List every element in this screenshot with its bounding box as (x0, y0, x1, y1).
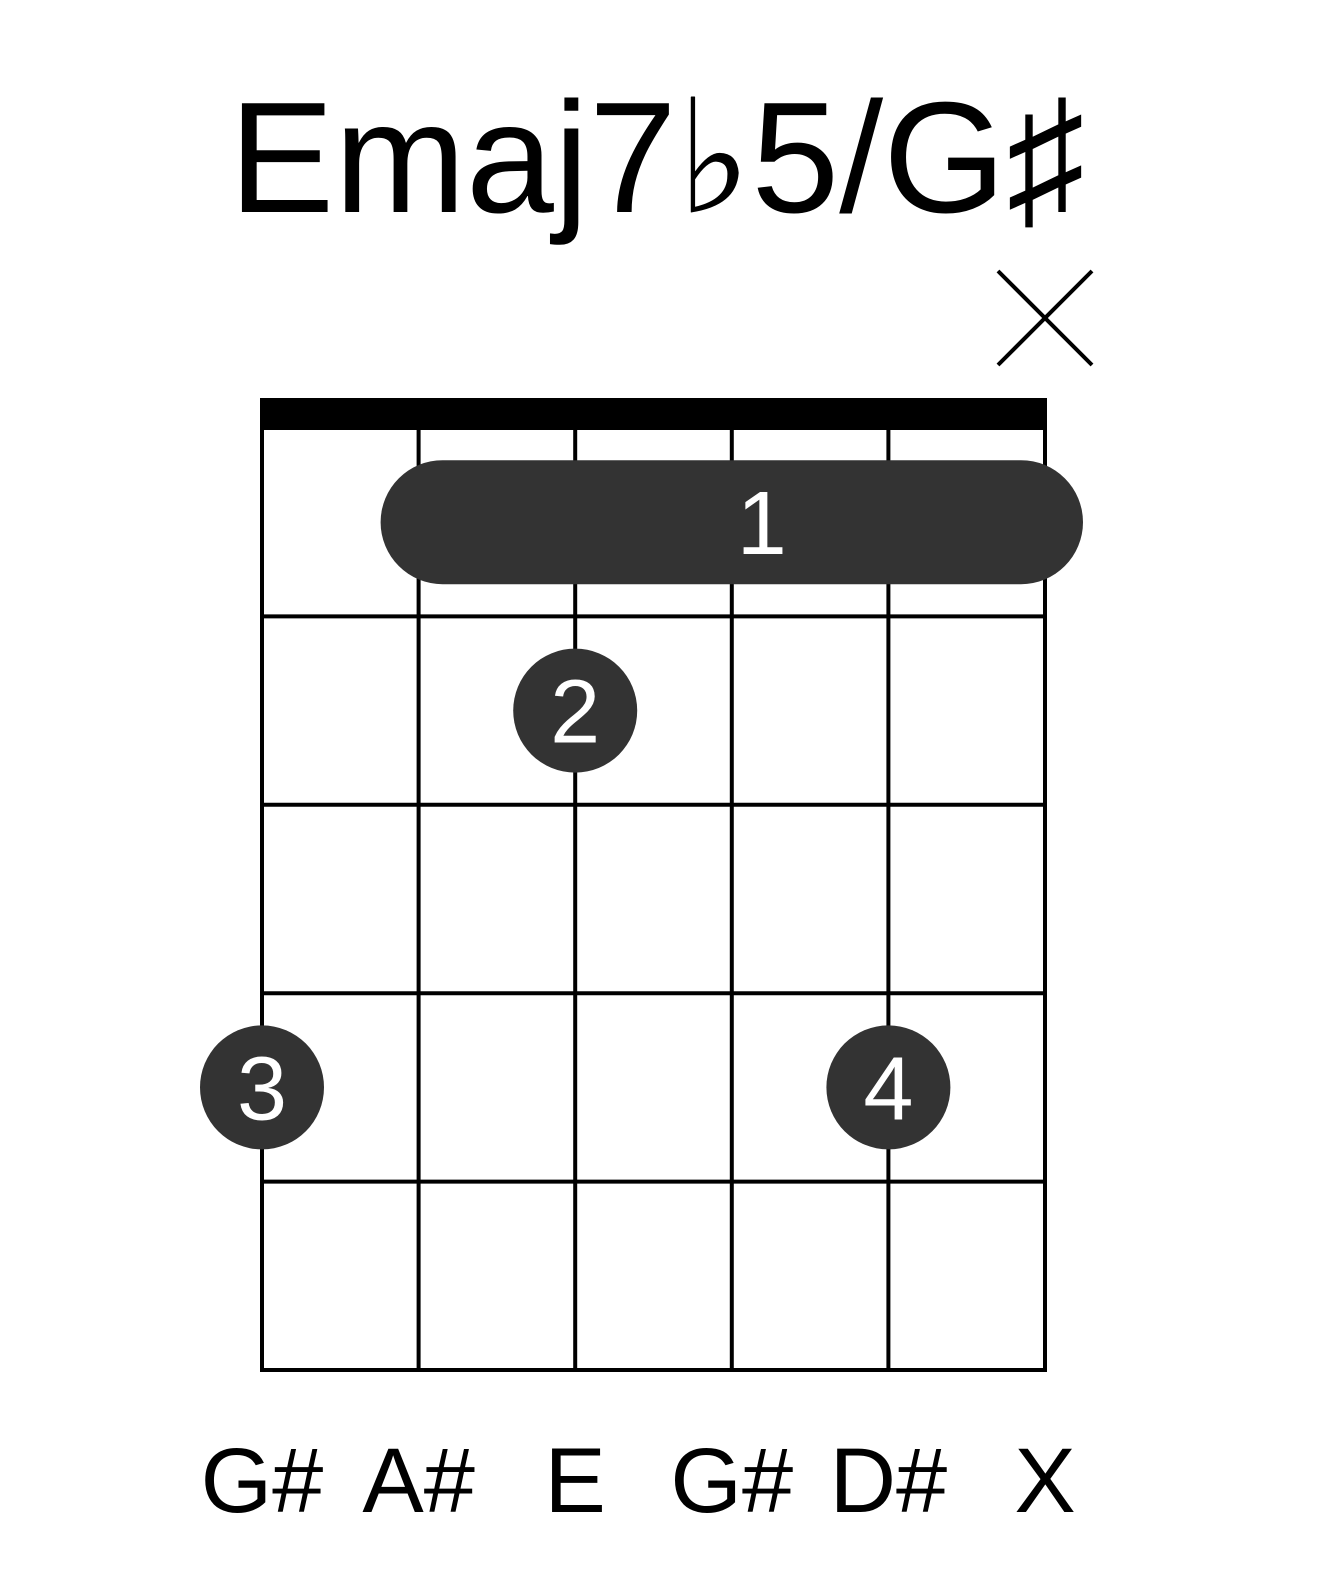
barre-finger-label: 1 (737, 474, 787, 574)
fretboard-grid (260, 398, 1047, 1372)
finger-dot-label: 3 (237, 1039, 287, 1139)
mute-x-icon (996, 269, 1094, 367)
string-note-label: A# (362, 1430, 475, 1532)
nut (260, 398, 1047, 430)
mute-markers (996, 269, 1094, 367)
string-note-label: X (1014, 1430, 1075, 1532)
string-note-label: D# (830, 1430, 948, 1532)
mute-x-stroke (996, 269, 1094, 367)
finger-dot-label: 4 (863, 1039, 913, 1139)
finger-markers: 1 2 3 4 (200, 460, 1084, 1150)
finger-dot (200, 1025, 324, 1150)
finger-dot (826, 1025, 951, 1150)
string-note-label: E (545, 1430, 606, 1532)
finger-dot (513, 648, 638, 773)
chord-title: Emaj7♭5/G♯ (229, 70, 1085, 246)
string-note-label: G# (670, 1430, 793, 1532)
finger-dot-label: 2 (550, 663, 600, 763)
string-note-label: G# (201, 1430, 324, 1532)
string-note-labels: G# A# E G# D# X (201, 1430, 1076, 1532)
barre-marker (380, 460, 1084, 585)
